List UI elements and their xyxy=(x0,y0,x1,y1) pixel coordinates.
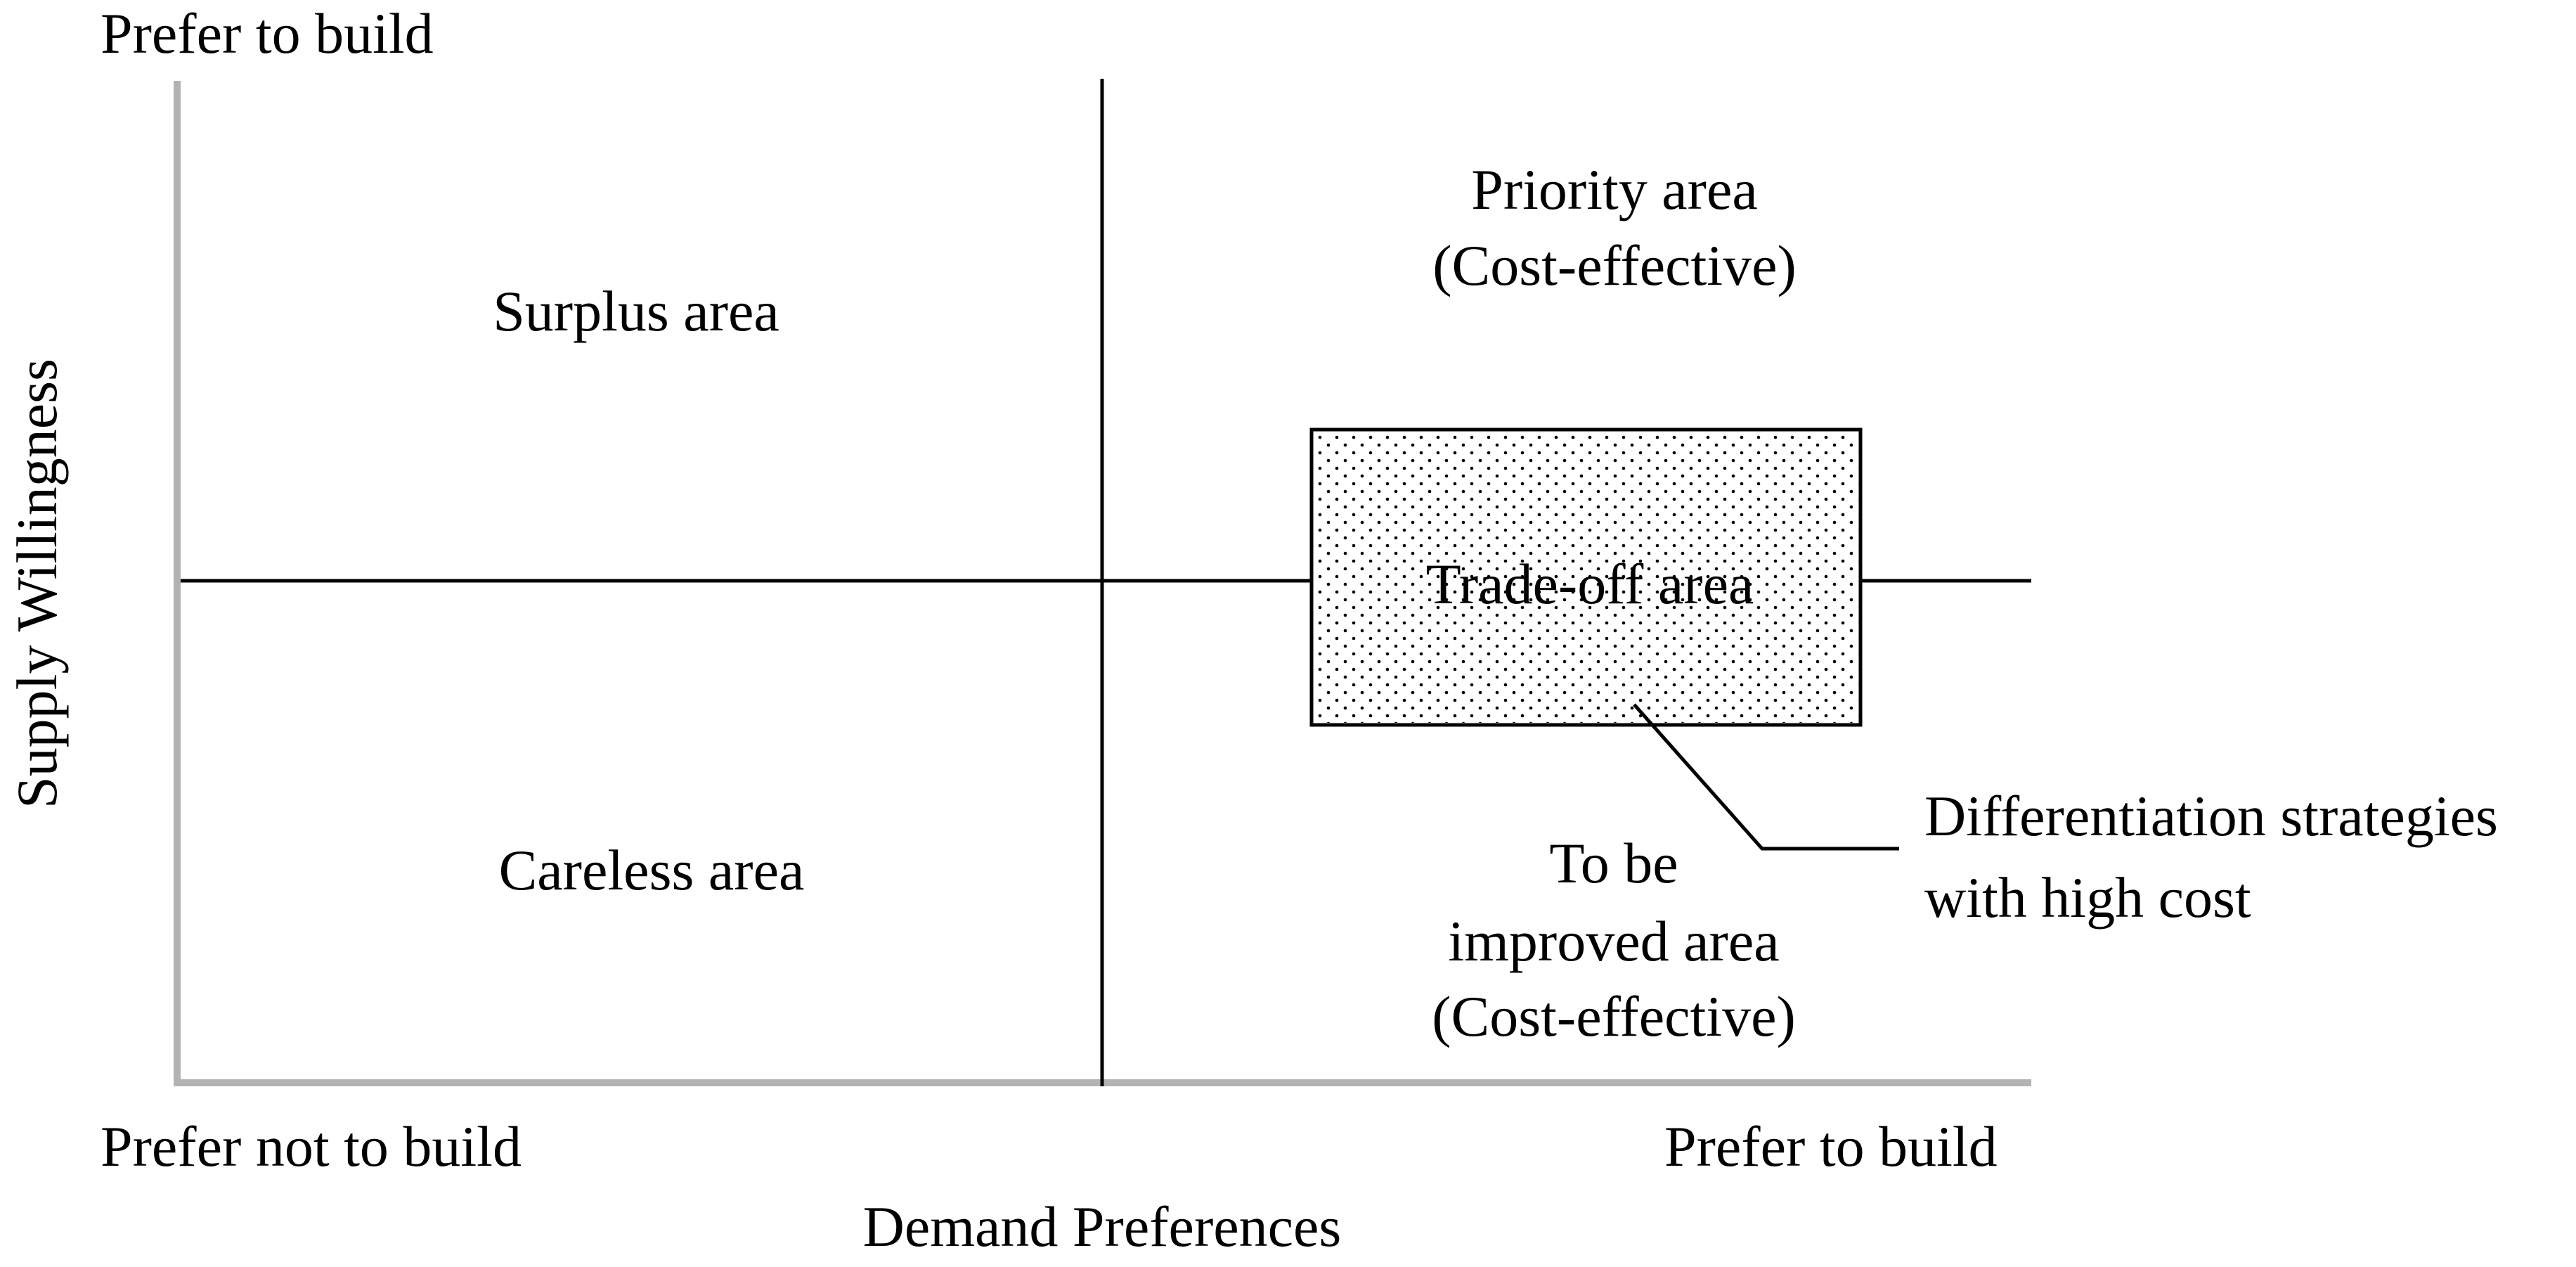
x-axis-title: Demand Preferences xyxy=(863,1195,1342,1259)
quadrant-top-left-label: Surplus area xyxy=(493,279,779,343)
quadrant-top-right-label-line2: (Cost-effective) xyxy=(1432,233,1797,297)
callout-label-line1: Differentiation strategies xyxy=(1924,784,2498,848)
y-axis-top-label: Prefer to build xyxy=(101,1,434,65)
trade-off-box-dot-pattern xyxy=(1314,432,1858,723)
quadrant-bottom-left-label: Careless area xyxy=(499,838,805,902)
quadrant-top-right-label-line1: Priority area xyxy=(1471,157,1758,221)
callout-leader-line xyxy=(1633,703,1899,851)
callout-label-line2: with high cost xyxy=(1924,866,2251,930)
trade-off-label: Trade-off area xyxy=(1426,552,1754,616)
quadrant-bottom-right-label-line2: improved area xyxy=(1448,909,1779,973)
x-axis-right-label: Prefer to build xyxy=(1664,1114,1998,1178)
quadrant-bottom-right-label-line1: To be xyxy=(1549,831,1678,895)
quadrant-bottom-right-label-line3: (Cost-effective) xyxy=(1432,984,1796,1048)
x-axis-left-label: Prefer not to build xyxy=(101,1114,522,1178)
y-axis-title: Supply Willingness xyxy=(5,359,69,809)
